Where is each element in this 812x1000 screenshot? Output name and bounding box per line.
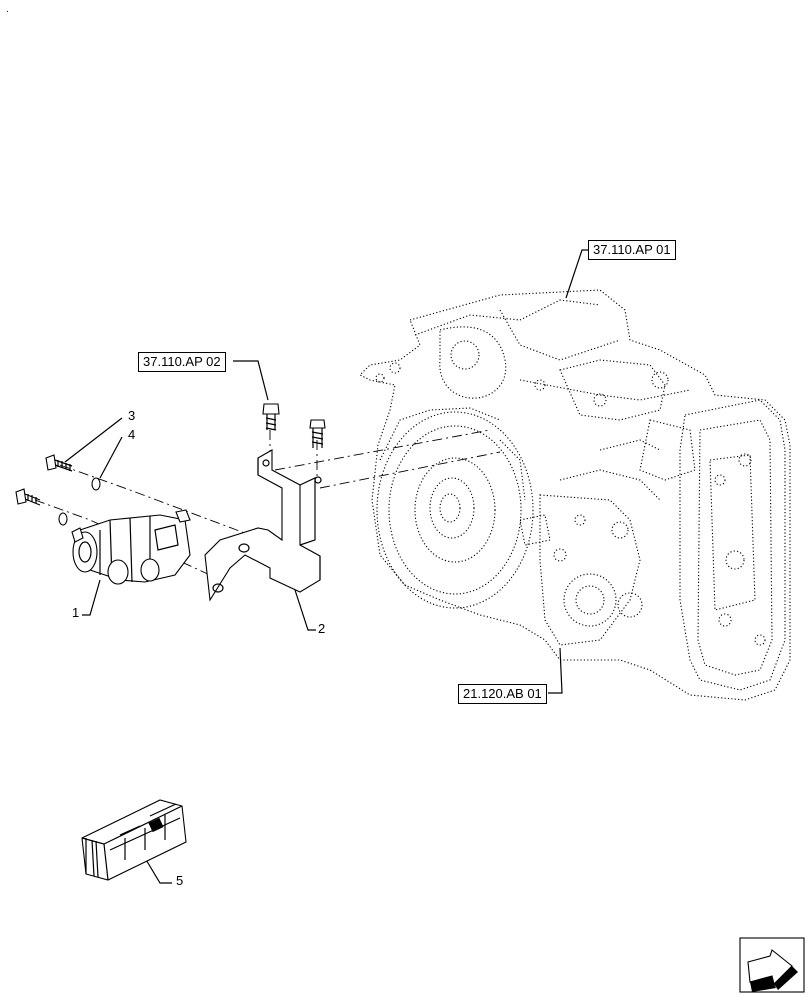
callout-2: 2 xyxy=(318,621,326,636)
reference-21120ab01[interactable]: 21.120.AB 01 xyxy=(458,684,547,704)
valve-part-1 xyxy=(71,509,191,585)
reference-37110ap02[interactable]: 37.110.AP 02 xyxy=(138,352,226,372)
bolt-part-3 xyxy=(15,454,73,506)
reference-37110ap01[interactable]: 37.110.AP 01 xyxy=(588,240,676,260)
kit-crate-icon xyxy=(81,799,187,881)
next-page-arrow-icon[interactable] xyxy=(739,937,805,993)
upper-bolts xyxy=(262,403,326,448)
bracket-part-2 xyxy=(204,449,322,602)
transmission-housing xyxy=(359,289,791,701)
callout-3: 3 xyxy=(128,408,136,423)
washer-part-4 xyxy=(58,477,101,526)
callout-leaders xyxy=(64,249,588,884)
callout-4: 4 xyxy=(128,427,136,442)
callout-5: 5 xyxy=(176,873,184,888)
corner-mark: . xyxy=(6,4,9,15)
callout-1: 1 xyxy=(72,605,80,620)
